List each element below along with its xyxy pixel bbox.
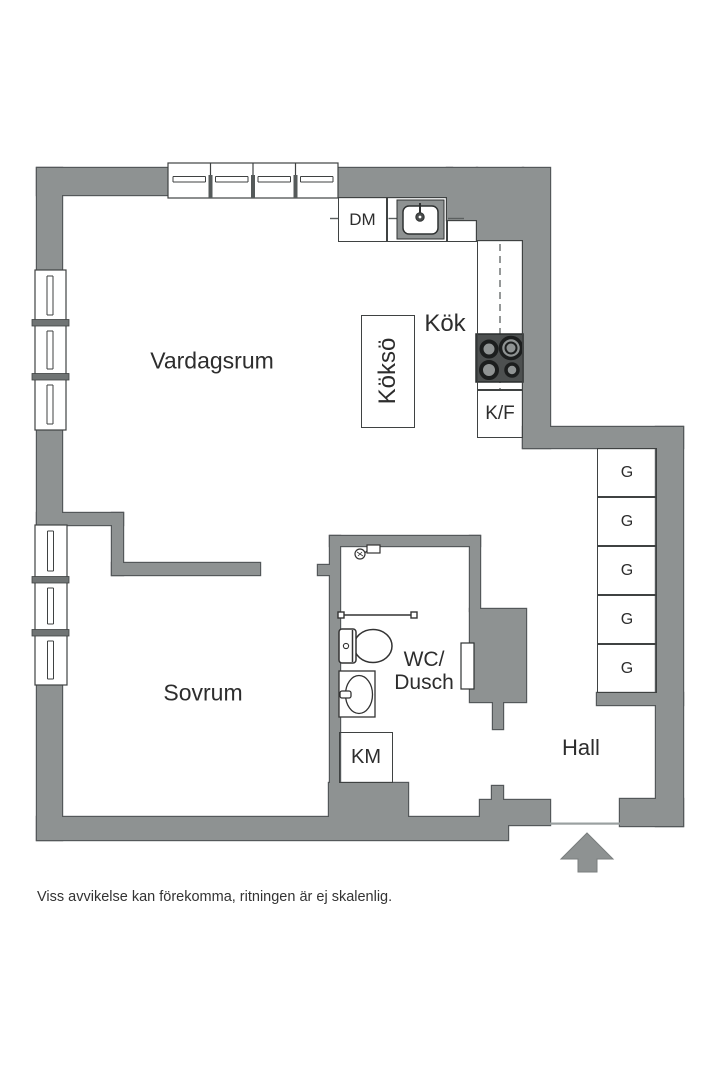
kitchen-sink-icon	[396, 199, 445, 240]
counter-step-box	[447, 220, 477, 242]
window-livingroom-left	[31, 269, 70, 431]
dishwasher-box: DM	[338, 197, 387, 242]
window-top	[167, 162, 339, 199]
fridge-freezer-label: K/F	[485, 403, 515, 424]
wardrobe-label: G	[620, 561, 634, 579]
disclaimer-text: Viss avvikelse kan förekomma, ritningen …	[37, 889, 393, 905]
shower-icon	[354, 544, 381, 560]
room-label-hall: Hall	[562, 735, 600, 760]
sink-counter-box	[387, 197, 447, 242]
wardrobe-label: G	[620, 463, 634, 481]
wardrobe-box: G	[597, 644, 657, 693]
room-label-wc-dusch: WC/ Dusch	[394, 648, 454, 694]
tall-counter-box	[477, 240, 523, 390]
shower-rod	[337, 611, 418, 619]
kitchen-island-box	[361, 315, 415, 428]
entrance-threshold-line	[550, 822, 620, 825]
fridge-freezer-box: K/F	[477, 390, 523, 438]
room-label-kokso: Köksö	[374, 337, 401, 405]
washing-machine-box: KM	[339, 732, 393, 783]
wardrobe-label: G	[620, 610, 634, 628]
wc-label-line2: Dusch	[394, 671, 454, 694]
entrance-arrow-icon	[559, 832, 615, 873]
window-bedroom-left	[31, 524, 70, 686]
wardrobe-box: G	[597, 497, 657, 546]
washing-machine-label: KM	[351, 746, 381, 768]
walls	[37, 168, 683, 840]
wardrobe-label: G	[620, 512, 634, 530]
room-label-kok: Kök	[424, 310, 466, 337]
room-label-sovrum: Sovrum	[163, 679, 243, 706]
door-leaf	[460, 642, 475, 690]
dishwasher-label: DM	[349, 209, 376, 229]
bathroom-sink-icon	[338, 670, 376, 718]
wardrobe-box: G	[597, 546, 657, 595]
wardrobe-label: G	[620, 659, 634, 677]
wardrobe-box: G	[597, 595, 657, 644]
wc-label-line1: WC/	[403, 648, 445, 671]
room-label-vardagsrum: Vardagsrum	[150, 347, 274, 374]
toilet-icon	[338, 628, 393, 664]
stove-icon	[475, 333, 524, 383]
wardrobe-box: G	[597, 448, 657, 497]
